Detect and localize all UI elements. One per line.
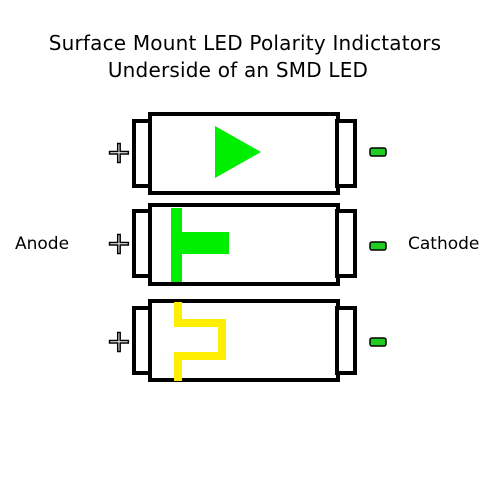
- title-line-1: Surface Mount LED Polarity Indictators: [48, 31, 442, 55]
- cathode-label: Cathode: [408, 234, 480, 254]
- cathode-pad: [335, 306, 357, 375]
- led-step-marking: +: [106, 299, 387, 382]
- plus-sign: +: [106, 325, 131, 360]
- tee-stem-marking: [171, 232, 229, 254]
- step-line-marking: [174, 302, 226, 381]
- minus-sign: [369, 337, 387, 347]
- cathode-pad: [335, 209, 357, 278]
- triangle-marking: [215, 126, 261, 178]
- plus-sign: +: [106, 227, 131, 262]
- cathode-pad: [335, 119, 357, 188]
- plus-sign: +: [106, 136, 131, 171]
- minus-sign: [369, 147, 387, 157]
- anode-label: Anode: [15, 234, 70, 254]
- title-line-2: Underside of an SMD LED: [107, 58, 369, 82]
- minus-sign: [369, 241, 387, 251]
- led-tee-marking: +: [106, 203, 387, 286]
- led-triangle-marking: +: [106, 112, 387, 195]
